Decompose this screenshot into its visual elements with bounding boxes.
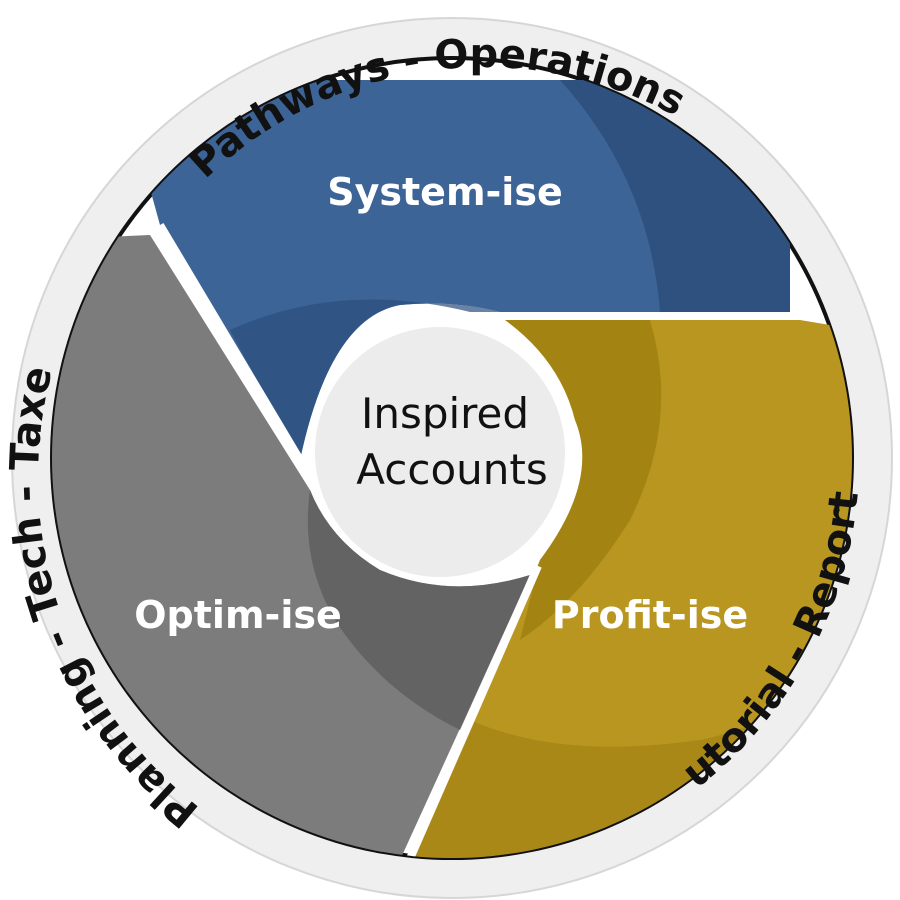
segment-optim-ise-shade: [307, 490, 530, 730]
center-title-line1: Inspired: [361, 389, 529, 438]
segment-label-optim-ise: Optim-ise: [134, 593, 341, 637]
segment-profit-ise-shade: [505, 320, 662, 640]
segment-optim-ise[interactable]: [40, 235, 530, 860]
segment-label-system-ise: System-ise: [327, 170, 562, 214]
segment-system-ise-inner-shade: [230, 299, 500, 460]
divider-left: [156, 222, 316, 483]
center-circle: [309, 321, 571, 583]
segment-profit-ise[interactable]: [410, 320, 860, 860]
segment-label-profit-ise: Profit-ise: [552, 593, 748, 637]
center-title-line2: Accounts: [356, 445, 547, 494]
divider-bottom: [401, 564, 542, 858]
